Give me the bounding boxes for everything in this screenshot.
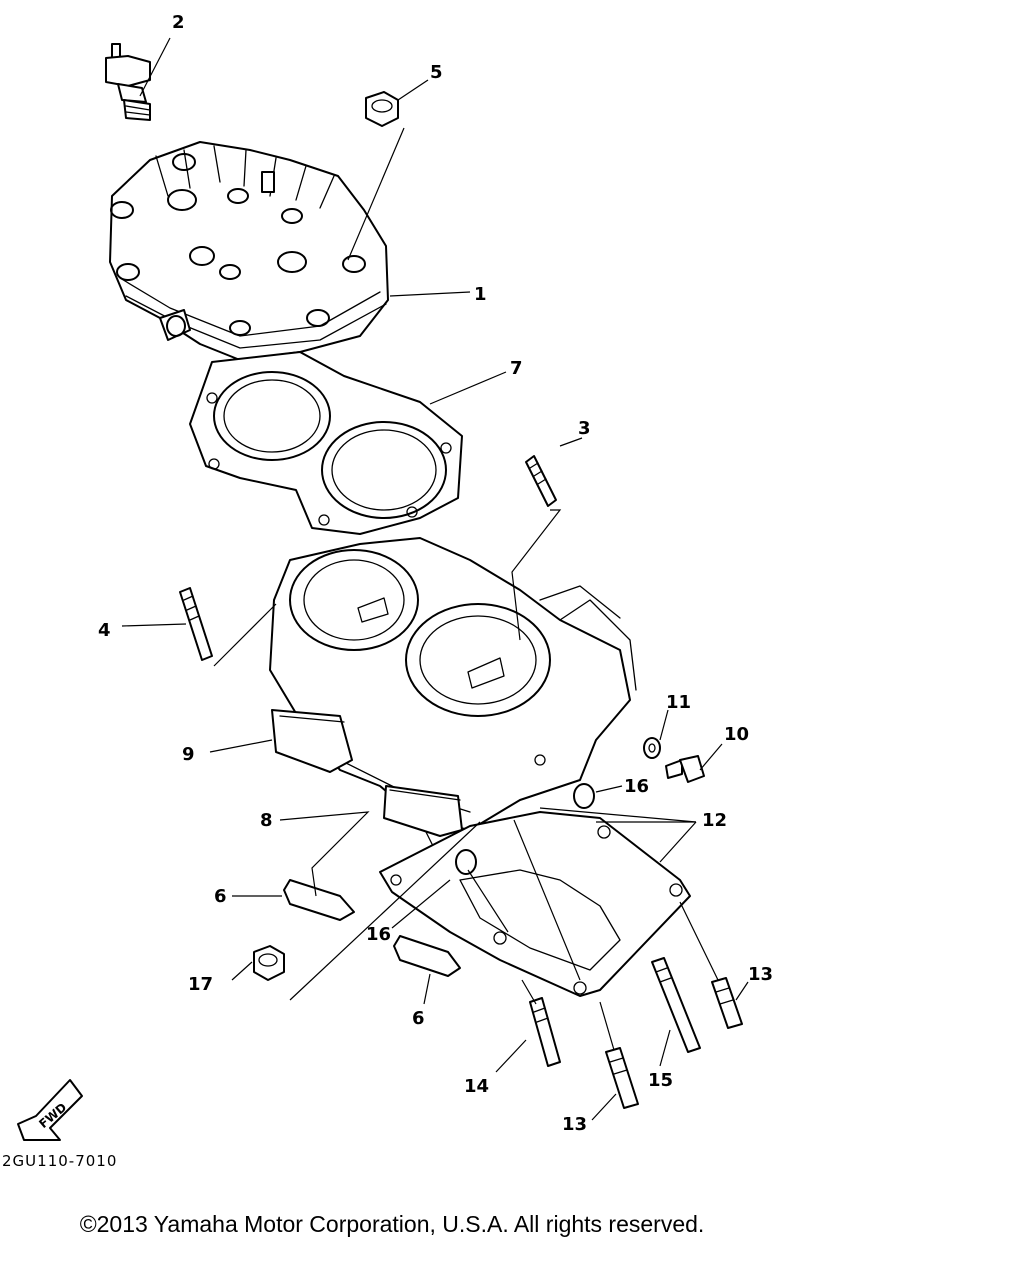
callout-10: 10 — [724, 724, 749, 745]
callout-14: 14 — [464, 1076, 489, 1097]
fwd-arrow-icon: FWD — [17, 1079, 83, 1141]
callout-6b: 6 — [412, 1008, 425, 1029]
plate-6b — [393, 935, 461, 977]
callout-4: 4 — [98, 620, 111, 641]
callout-8: 8 — [260, 810, 273, 831]
callout-7: 7 — [510, 358, 523, 379]
callout-16a: 16 — [624, 776, 649, 797]
dowel-pin-16b — [455, 849, 477, 875]
callout-15: 15 — [648, 1070, 673, 1091]
stud-bolt-4 — [179, 587, 213, 661]
callout-12: 12 — [702, 810, 727, 831]
callout-3: 3 — [578, 418, 591, 439]
spark-plug — [105, 43, 151, 121]
stud-bolt-3 — [525, 455, 557, 507]
copyright-notice: ©2013 Yamaha Motor Corporation, U.S.A. A… — [79, 1211, 705, 1237]
nut-17 — [253, 945, 285, 981]
callout-1: 1 — [474, 284, 487, 305]
stud-13a — [605, 1047, 639, 1109]
callout-17: 17 — [188, 974, 213, 995]
cylinder-head-gasket — [189, 351, 463, 535]
drawing-code: 2GU110-7010 — [2, 1152, 118, 1170]
exhaust-gasket-9 — [271, 709, 353, 773]
callout-11: 11 — [666, 692, 691, 713]
cylinder-head-nut — [365, 91, 399, 127]
cylinder-head — [109, 141, 389, 361]
callout-2: 2 — [172, 12, 185, 33]
plate-6a — [283, 879, 355, 921]
callout-9: 9 — [182, 744, 195, 765]
callout-16b: 16 — [366, 924, 391, 945]
washer-11 — [643, 737, 661, 759]
stud-15 — [651, 957, 701, 1053]
dowel-pin-16a — [573, 783, 595, 809]
leader-lines — [121, 37, 749, 1121]
bolt-10 — [665, 755, 705, 783]
stud-13b — [711, 977, 743, 1029]
exhaust-gasket-8 — [383, 785, 463, 837]
callout-6a: 6 — [214, 886, 227, 907]
callout-5: 5 — [430, 62, 443, 83]
stud-14 — [529, 997, 561, 1067]
callout-13a: 13 — [562, 1114, 587, 1135]
callout-13b: 13 — [748, 964, 773, 985]
